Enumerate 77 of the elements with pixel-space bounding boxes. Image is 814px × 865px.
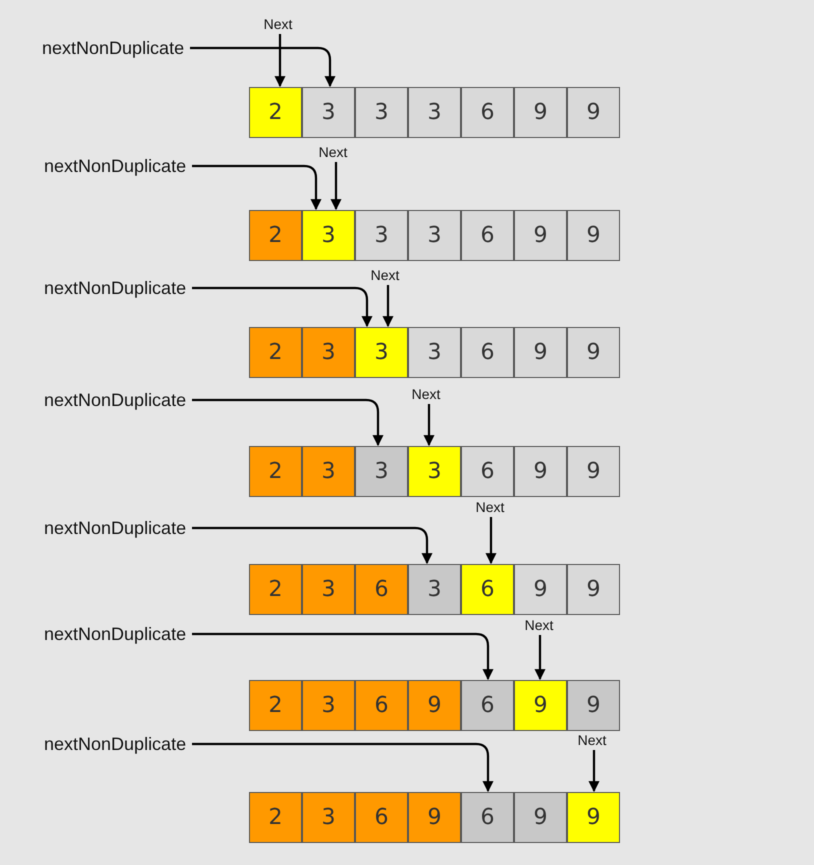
array-cell: 6 — [461, 446, 514, 497]
arrow — [192, 526, 432, 564]
array-cell: 3 — [355, 210, 408, 261]
array-cell: 2 — [249, 446, 302, 497]
array-cell: 3 — [408, 87, 461, 138]
array-cell: 6 — [461, 210, 514, 261]
pointer-label: nextNonDuplicate — [44, 517, 186, 539]
array-cell: 6 — [461, 564, 514, 615]
array-cell: 2 — [249, 327, 302, 378]
array-cell: 3 — [408, 564, 461, 615]
arrow — [424, 404, 434, 446]
array-cell: 9 — [567, 446, 620, 497]
arrow — [330, 162, 342, 210]
array-cell: 6 — [355, 792, 408, 843]
array-cell: 3 — [302, 210, 355, 261]
array-cell: 6 — [355, 680, 408, 731]
arrow — [190, 46, 336, 88]
array-cell: 3 — [355, 87, 408, 138]
array-cell: 9 — [567, 792, 620, 843]
array-cell: 2 — [249, 792, 302, 843]
pointer-label: nextNonDuplicate — [44, 623, 186, 645]
array-cell: 6 — [461, 87, 514, 138]
pointer-label: Next — [264, 16, 292, 32]
array-cell: 6 — [461, 680, 514, 731]
array-cell: 9 — [567, 210, 620, 261]
array-cell: 2 — [249, 680, 302, 731]
arrow — [192, 632, 494, 680]
pointer-label: nextNonDuplicate — [44, 733, 186, 755]
array-cell: 6 — [461, 792, 514, 843]
array-cell: 3 — [355, 446, 408, 497]
array-cell: 9 — [567, 564, 620, 615]
arrow — [192, 398, 384, 446]
pointer-label: Next — [412, 386, 440, 402]
pointer-label: Next — [318, 144, 348, 160]
arrow — [588, 750, 600, 792]
array-cell: 9 — [408, 792, 461, 843]
array-cell: 3 — [408, 327, 461, 378]
array-cell: 9 — [567, 680, 620, 731]
array-cell: 9 — [514, 792, 567, 843]
array-cell: 6 — [355, 564, 408, 615]
array-cell: 9 — [514, 327, 567, 378]
arrow — [192, 286, 372, 328]
pointer-label: Next — [476, 499, 504, 515]
arrow — [534, 635, 546, 680]
array-cell: 3 — [302, 792, 355, 843]
pointer-label: nextNonDuplicate — [44, 277, 186, 299]
array-cell: 3 — [408, 210, 461, 261]
array-cell: 6 — [461, 327, 514, 378]
array-cell: 3 — [302, 564, 355, 615]
array-cell: 3 — [302, 87, 355, 138]
array-cell: 3 — [408, 446, 461, 497]
array-cell: 9 — [514, 87, 567, 138]
pointer-label: Next — [370, 267, 400, 283]
pointer-label: Next — [578, 732, 606, 748]
pointer-label: Next — [524, 617, 554, 633]
array-cell: 3 — [302, 680, 355, 731]
arrow — [274, 34, 286, 88]
pointer-label: nextNonDuplicate — [44, 389, 186, 411]
array-cell: 3 — [302, 327, 355, 378]
array-cell: 2 — [249, 87, 302, 138]
arrow — [382, 285, 394, 328]
arrow — [192, 742, 494, 792]
array-cell: 9 — [567, 87, 620, 138]
pointer-label: nextNonDuplicate — [44, 155, 186, 177]
array-cell: 9 — [514, 446, 567, 497]
array-cell: 9 — [514, 680, 567, 731]
array-cell: 9 — [514, 210, 567, 261]
arrow — [192, 164, 322, 210]
pointer-label: nextNonDuplicate — [42, 37, 184, 59]
array-cell: 2 — [249, 210, 302, 261]
array-cell: 3 — [355, 327, 408, 378]
array-cell: 9 — [408, 680, 461, 731]
array-cell: 2 — [249, 564, 302, 615]
array-cell: 3 — [302, 446, 355, 497]
array-cell: 9 — [514, 564, 567, 615]
arrow — [486, 517, 496, 564]
array-cell: 9 — [567, 327, 620, 378]
